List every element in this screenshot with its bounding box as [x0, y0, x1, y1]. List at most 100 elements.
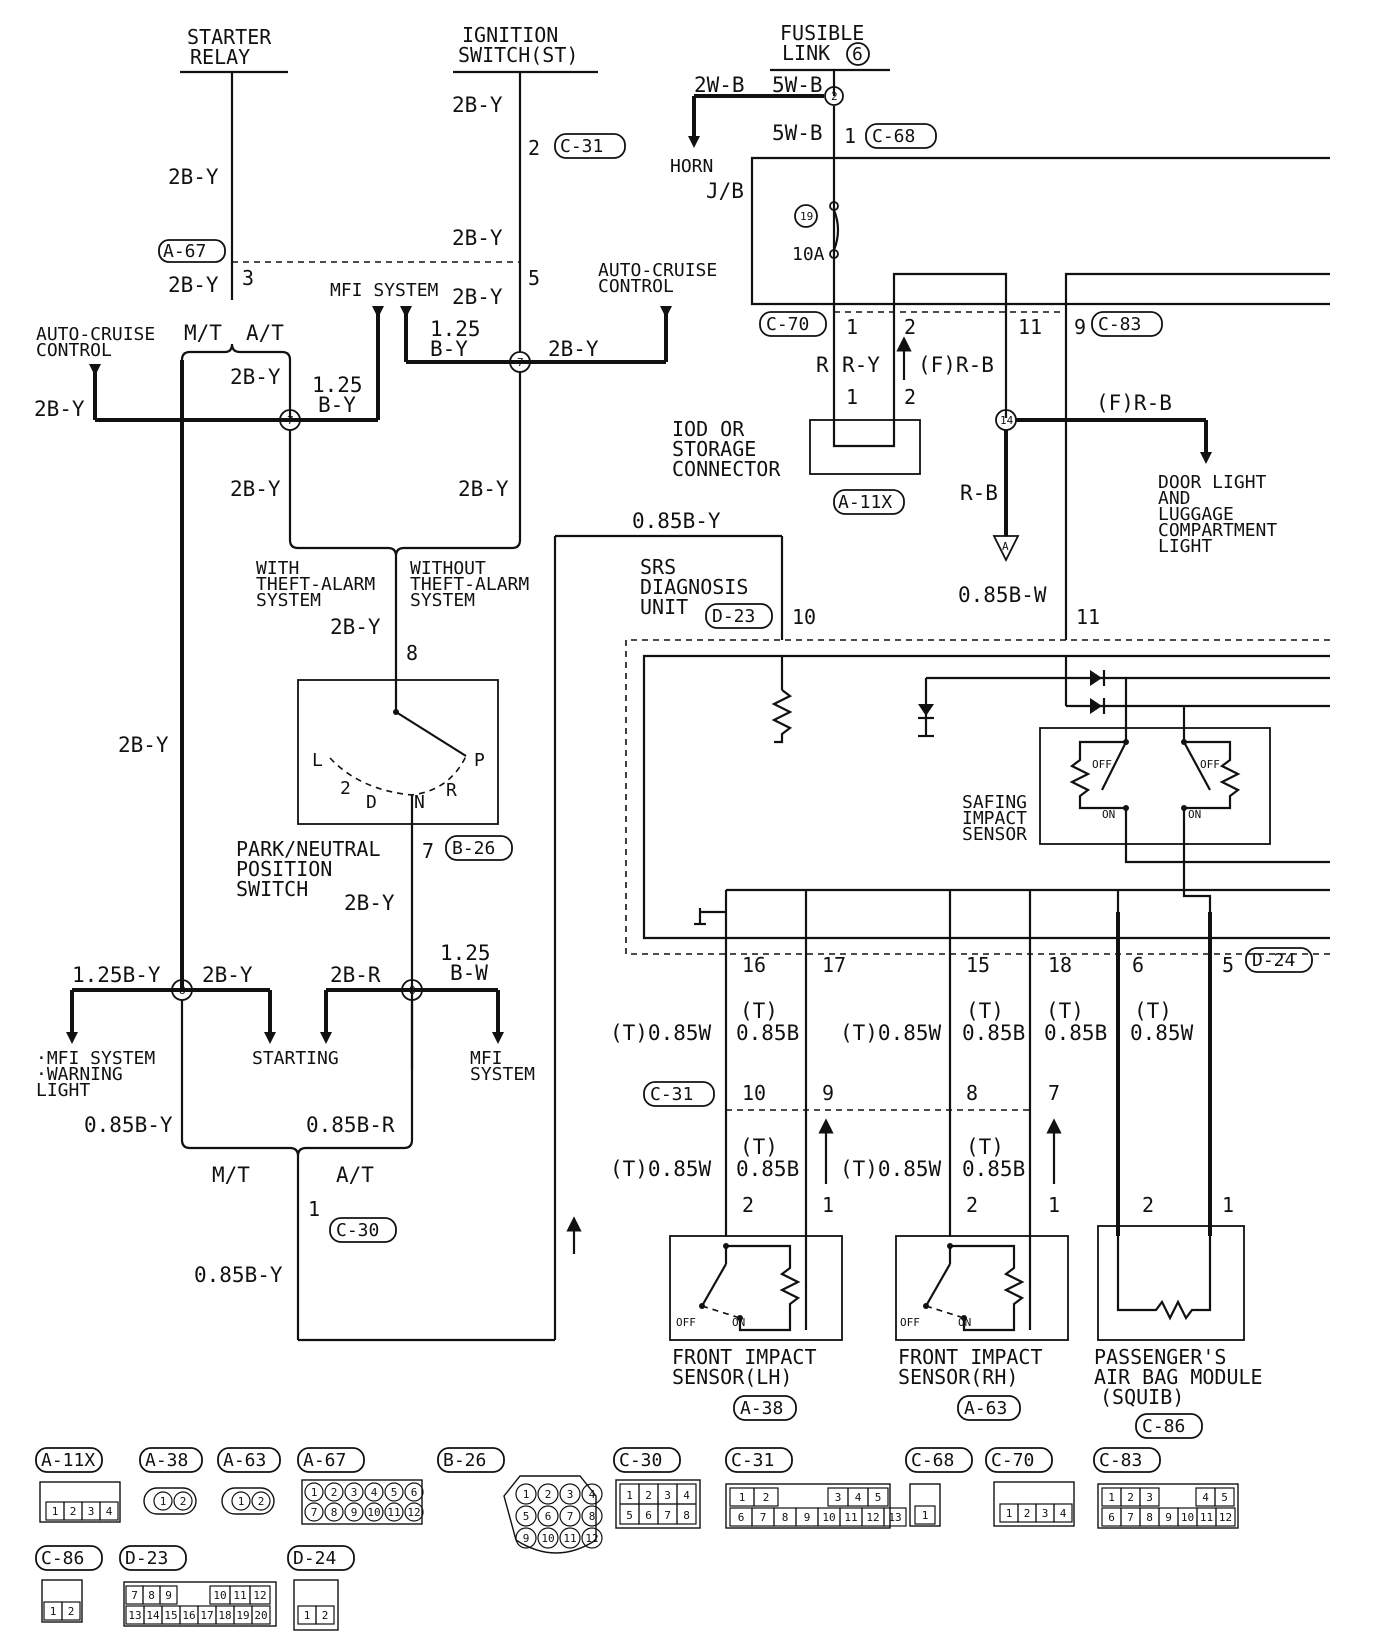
pin-number: 12 — [1219, 1511, 1232, 1524]
svg-text:LINK: LINK — [782, 41, 830, 65]
pin-number: 1 — [238, 1495, 245, 1508]
svg-text:SENSOR(LH): SENSOR(LH) — [672, 1365, 792, 1389]
legend-label-a11x: A-11X — [35, 1447, 103, 1473]
pin-number: 10 — [541, 1532, 554, 1545]
svg-text:1: 1 — [1222, 1193, 1234, 1217]
legend-label-text: C-68 — [911, 1450, 954, 1471]
svg-text:10A: 10A — [792, 244, 825, 265]
pin-number: 1 — [922, 1509, 929, 1522]
pin-number: 17 — [200, 1609, 213, 1622]
pin-number: 1 — [739, 1491, 746, 1504]
pin-number: 2 — [1024, 1507, 1031, 1520]
legend-label-text: C-86 — [41, 1548, 84, 1569]
connector-a63-label: A-63 — [957, 1395, 1021, 1421]
pin-number: 3 — [664, 1489, 671, 1502]
svg-text:C-68: C-68 — [872, 126, 915, 147]
pin-number: 1 — [160, 1495, 167, 1508]
pin-number: 3 — [351, 1486, 358, 1499]
svg-text:R-Y: R-Y — [842, 353, 880, 377]
legend-label-a67: A-67 — [297, 1447, 365, 1473]
pin-number: 10 — [367, 1506, 380, 1519]
svg-text:MFI: MFI — [470, 1048, 503, 1069]
svg-text:J/B: J/B — [706, 179, 744, 203]
legend-label-text: C-70 — [991, 1450, 1034, 1471]
pin-number: 9 — [351, 1506, 358, 1519]
pin-number: 2 — [645, 1489, 652, 1502]
svg-text:0.85W: 0.85W — [1130, 1021, 1194, 1045]
svg-text:WITH: WITH — [256, 558, 299, 579]
pin-number: 9 — [1165, 1511, 1172, 1524]
svg-text:C-70: C-70 — [766, 314, 809, 335]
legend-label-d23: D-23 — [119, 1545, 187, 1571]
passenger-label: PASSENGER'S AIR BAG MODULE (SQUIB) — [1094, 1345, 1263, 1409]
connector-c86-label: C-86 — [1135, 1413, 1203, 1439]
pin-number: 1 — [304, 1609, 311, 1622]
svg-text:1.25B-Y: 1.25B-Y — [72, 963, 161, 987]
svg-text:2: 2 — [904, 315, 916, 339]
svg-text:(F)R-B: (F)R-B — [1096, 391, 1172, 415]
pin-number: 1 — [52, 1505, 59, 1518]
svg-text:OFF: OFF — [1092, 758, 1112, 771]
pin-number: 6 — [1108, 1511, 1115, 1524]
connector-a38-label: A-38 — [733, 1395, 797, 1421]
pin-number: 8 — [331, 1506, 338, 1519]
svg-text:HORN: HORN — [670, 156, 713, 177]
svg-text:B-Y: B-Y — [318, 393, 356, 417]
svg-text:IOD OR: IOD OR — [672, 417, 745, 441]
pin-number: 2 — [331, 1486, 338, 1499]
svg-text:SRS: SRS — [640, 555, 676, 579]
svg-text:·MFI SYSTEM: ·MFI SYSTEM — [36, 1048, 155, 1069]
pin-number: 10 — [822, 1511, 835, 1524]
pin-number: 2 — [763, 1491, 770, 1504]
pin-number: 5 — [523, 1510, 530, 1523]
svg-text:1.25: 1.25 — [430, 317, 481, 341]
legend-label-b26: B-26 — [437, 1447, 505, 1473]
svg-text:5W-B: 5W-B — [772, 121, 823, 145]
legend-label-c83: C-83 — [1093, 1447, 1161, 1473]
svg-text:·WARNING: ·WARNING — [36, 1064, 123, 1085]
svg-text:0.85B: 0.85B — [1044, 1021, 1107, 1045]
svg-text:0.85B: 0.85B — [736, 1157, 799, 1181]
svg-text:FUSIBLE: FUSIBLE — [780, 21, 864, 45]
svg-text:(F)R-B: (F)R-B — [918, 353, 994, 377]
svg-text:2B-Y: 2B-Y — [202, 963, 253, 987]
pin-number: 5 — [626, 1509, 633, 1522]
svg-text:ON: ON — [958, 1316, 971, 1329]
svg-text:(T): (T) — [1046, 999, 1084, 1023]
svg-text:SAFING: SAFING — [962, 792, 1027, 813]
svg-text:ON: ON — [1102, 808, 1115, 821]
pin-number: 13 — [888, 1511, 901, 1524]
connector-d24-label: D-24 — [1245, 947, 1313, 973]
connector-b26-label: B-26 — [445, 835, 513, 861]
svg-text:2B-R: 2B-R — [330, 963, 381, 987]
legend-label-a63: A-63 — [217, 1447, 281, 1473]
svg-text:2W-B: 2W-B — [694, 73, 745, 97]
svg-text:0.85B: 0.85B — [962, 1021, 1025, 1045]
legend-label-c86: C-86 — [35, 1545, 103, 1571]
svg-text:R-B: R-B — [960, 481, 998, 505]
svg-text:UNIT: UNIT — [640, 595, 688, 619]
pin-number: 7 — [567, 1510, 574, 1523]
svg-text:1.25: 1.25 — [440, 941, 491, 965]
svg-text:OFF: OFF — [676, 1316, 696, 1329]
srs-unit-outline — [625, 639, 1330, 955]
svg-text:1.25: 1.25 — [312, 373, 363, 397]
svg-text:AND: AND — [1158, 488, 1191, 509]
svg-text:2B-Y: 2B-Y — [330, 615, 381, 639]
pin-number: 16 — [182, 1609, 195, 1622]
pin-number: 11 — [1200, 1511, 1213, 1524]
pin-number: 19 — [236, 1609, 249, 1622]
svg-text:2B-Y: 2B-Y — [452, 285, 503, 309]
connector-a11x-label: A-11X — [833, 489, 905, 515]
off-page-connector-a — [992, 535, 1020, 563]
pin-number: 9 — [523, 1532, 530, 1545]
legend-label-text: A-38 — [145, 1450, 188, 1471]
svg-text:LIGHT: LIGHT — [36, 1080, 90, 1101]
